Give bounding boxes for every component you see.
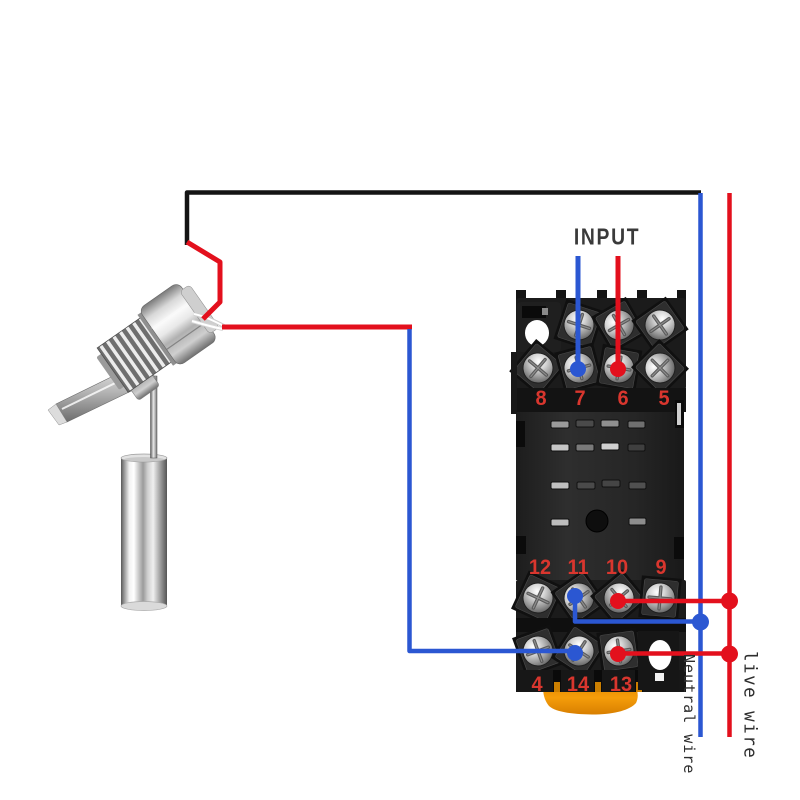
small-white-square bbox=[655, 673, 664, 681]
dot-terminal-6 bbox=[610, 361, 626, 377]
wire-neutral-loop-to-14 bbox=[407, 329, 575, 654]
sensor-leads bbox=[191, 312, 225, 331]
socket-bottom-right-plate bbox=[638, 631, 679, 690]
terminal-label-14: 14 bbox=[566, 673, 590, 696]
live-wire-label: live wire bbox=[739, 651, 760, 760]
terminal-label-8: 8 bbox=[535, 387, 547, 410]
threaded-fitting bbox=[96, 284, 218, 393]
terminal-label-7: 7 bbox=[574, 387, 586, 410]
socket-top-tabs bbox=[516, 290, 686, 304]
side-notches bbox=[511, 352, 684, 559]
dot-terminal-13 bbox=[610, 646, 626, 662]
terminal-label-11: 11 bbox=[567, 556, 589, 579]
wire-black-top bbox=[184, 190, 701, 245]
dot-terminal-10 bbox=[610, 593, 626, 609]
dot-neutral-junction bbox=[692, 613, 709, 631]
pin-slots bbox=[550, 419, 647, 527]
float-cylinder bbox=[120, 453, 168, 611]
wire-terminal11-branch bbox=[572, 597, 698, 624]
wire-live-sensor-lead bbox=[185, 239, 223, 321]
dot-live-junction-upper bbox=[721, 592, 738, 610]
dot-live-junction-lower bbox=[721, 645, 738, 663]
neutral-wire-label: Neutral wire bbox=[680, 654, 698, 775]
input-label: INPUT bbox=[573, 223, 641, 250]
mounting-hole-top bbox=[525, 320, 549, 346]
float-switch bbox=[47, 284, 225, 611]
dot-terminal-11 bbox=[567, 588, 583, 604]
terminal-label-5: 5 bbox=[658, 387, 670, 410]
dot-terminal-14 bbox=[567, 645, 583, 661]
terminal-label-6: 6 bbox=[617, 387, 629, 410]
terminal-label-12: 12 bbox=[528, 556, 552, 579]
terminal-label-9: 9 bbox=[655, 556, 667, 579]
top-number-bar bbox=[516, 388, 686, 412]
socket-top-left-plate bbox=[517, 302, 561, 352]
terminal-label-4: 4 bbox=[531, 673, 543, 696]
junction-dots bbox=[567, 361, 738, 663]
terminal-label-10: 10 bbox=[605, 556, 629, 579]
center-hole bbox=[585, 509, 609, 533]
relay-socket bbox=[507, 290, 691, 715]
dot-terminal-7 bbox=[570, 361, 586, 377]
terminal-label-13: 13 bbox=[609, 673, 633, 696]
socket-middle-body bbox=[516, 412, 684, 580]
